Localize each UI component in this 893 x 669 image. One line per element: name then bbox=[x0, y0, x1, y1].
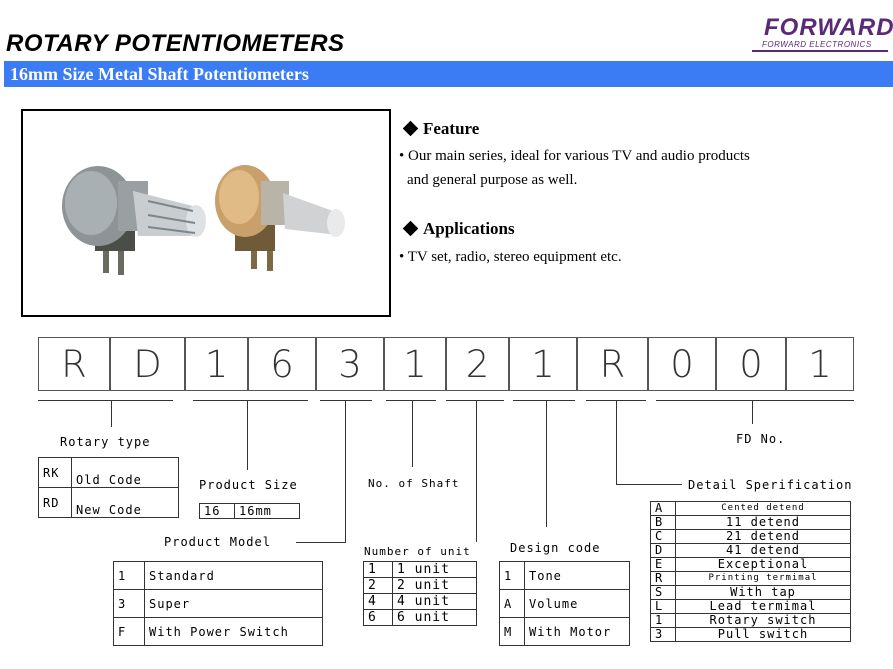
logo-brand: FORWARD bbox=[764, 14, 893, 41]
diamond-bullet-icon bbox=[402, 220, 419, 237]
table-row: A Volume bbox=[499, 589, 630, 618]
table-row: 16 16mm bbox=[199, 503, 300, 519]
connector-shaft bbox=[412, 400, 413, 467]
table-row: 3 Super bbox=[113, 589, 323, 618]
connector-design bbox=[546, 400, 547, 527]
forward-logo: FORWARD FORWARD ELECTRONICS bbox=[752, 14, 893, 52]
rotary-type-table: RK Old Code RD New Code bbox=[38, 457, 179, 518]
feature-line-1: • Our main series, ideal for various TV … bbox=[399, 148, 750, 164]
table-row: RK Old Code bbox=[38, 457, 179, 488]
feature-heading: Feature bbox=[402, 119, 479, 139]
bullet-icon: • bbox=[399, 148, 405, 164]
tan-potentiometer bbox=[215, 165, 345, 271]
table-row: 6 6 unit bbox=[363, 609, 477, 626]
code-char-7: 2 bbox=[446, 337, 509, 391]
code-char-8: 1 bbox=[509, 337, 577, 391]
potentiometer-illustration bbox=[62, 165, 345, 275]
connector-model bbox=[345, 400, 346, 542]
bullet-icon: • bbox=[399, 249, 405, 265]
group-underline-rotary bbox=[38, 400, 173, 401]
group-underline-size bbox=[193, 400, 308, 401]
table-row: F With Power Switch bbox=[113, 617, 323, 646]
table-row: 1 1 unit bbox=[363, 561, 477, 578]
connector-model-h bbox=[296, 542, 346, 543]
connector-rotary bbox=[111, 400, 112, 427]
group-underline-unit bbox=[446, 400, 504, 401]
table-row: RD New Code bbox=[38, 487, 179, 518]
applications-line-1: • TV set, radio, stereo equipment etc. bbox=[399, 249, 622, 265]
label-number-of-unit: Number of unit bbox=[364, 545, 471, 558]
connector-unit bbox=[476, 400, 477, 542]
design-code-table: 1 Tone A Volume M With Motor bbox=[499, 561, 630, 646]
group-underline-shaft bbox=[386, 400, 436, 401]
label-detail-spec: Detail Sperification bbox=[688, 478, 853, 492]
label-fd-no: FD No. bbox=[736, 432, 786, 446]
connector-fd bbox=[752, 400, 753, 424]
connector-size bbox=[247, 400, 248, 470]
feature-line-2: and general purpose as well. bbox=[407, 172, 578, 188]
product-size-table: 16 16mm bbox=[199, 503, 300, 519]
product-photo bbox=[21, 109, 391, 317]
number-of-unit-table: 1 1 unit 2 2 unit 4 4 unit 6 6 unit bbox=[363, 561, 477, 626]
connector-detail-h bbox=[616, 484, 682, 485]
label-design-code: Design code bbox=[510, 541, 601, 555]
group-underline-fd bbox=[656, 400, 854, 401]
group-underline-model bbox=[320, 400, 372, 401]
label-rotary-type: Rotary type bbox=[60, 435, 151, 449]
product-model-table: 1 Standard 3 Super F With Power Switch bbox=[113, 561, 323, 646]
table-row: 4 4 unit bbox=[363, 593, 477, 610]
diamond-bullet-icon bbox=[402, 120, 419, 137]
group-underline-design bbox=[513, 400, 575, 401]
table-row: 1 Standard bbox=[113, 561, 323, 590]
table-row: 1 Tone bbox=[499, 561, 630, 590]
connector-detail bbox=[616, 400, 617, 484]
code-char-3: 1 bbox=[185, 337, 248, 391]
code-char-4: 6 bbox=[248, 337, 316, 391]
code-char-1: R bbox=[38, 337, 110, 391]
code-char-12: 1 bbox=[786, 337, 854, 391]
code-char-5: 3 bbox=[316, 337, 384, 391]
code-char-2: D bbox=[110, 337, 185, 391]
page-title: ROTARY POTENTIOMETERS bbox=[6, 30, 345, 57]
label-product-model: Product Model bbox=[164, 535, 271, 549]
logo-subtext: FORWARD ELECTRONICS bbox=[762, 40, 872, 49]
code-char-6: 1 bbox=[384, 337, 446, 391]
table-row: 2 2 unit bbox=[363, 577, 477, 594]
code-char-10: 0 bbox=[648, 337, 716, 391]
applications-heading: Applications bbox=[402, 219, 515, 239]
code-char-9: R bbox=[577, 337, 648, 391]
subtitle-bar bbox=[4, 61, 893, 87]
label-no-of-shaft: No. of Shaft bbox=[368, 477, 460, 490]
logo-underline bbox=[752, 50, 888, 52]
table-row: M With Motor bbox=[499, 617, 630, 646]
code-char-11: 0 bbox=[716, 337, 786, 391]
label-product-size: Product Size bbox=[199, 478, 298, 492]
grey-potentiometer bbox=[62, 166, 206, 275]
page-subtitle: 16mm Size Metal Shaft Potentiometers bbox=[10, 64, 309, 84]
